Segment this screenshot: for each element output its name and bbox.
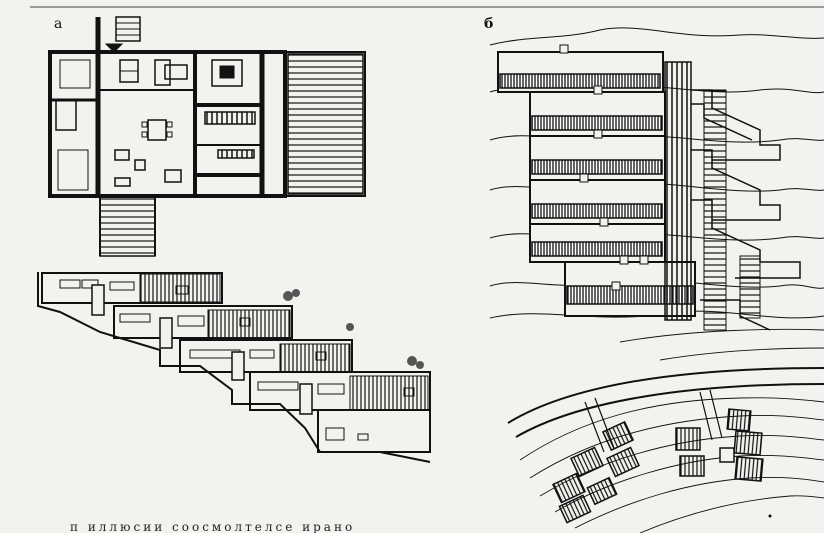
panel-a-label: а [54, 16, 63, 32]
floor-plan [48, 16, 366, 257]
stepped-section [37, 272, 431, 463]
caption-text: п иллюсии соосмолтелсе ирано [70, 520, 356, 533]
site-plan [507, 328, 824, 533]
panel-b-label: б [484, 16, 494, 32]
terrace-elevation [489, 27, 824, 331]
